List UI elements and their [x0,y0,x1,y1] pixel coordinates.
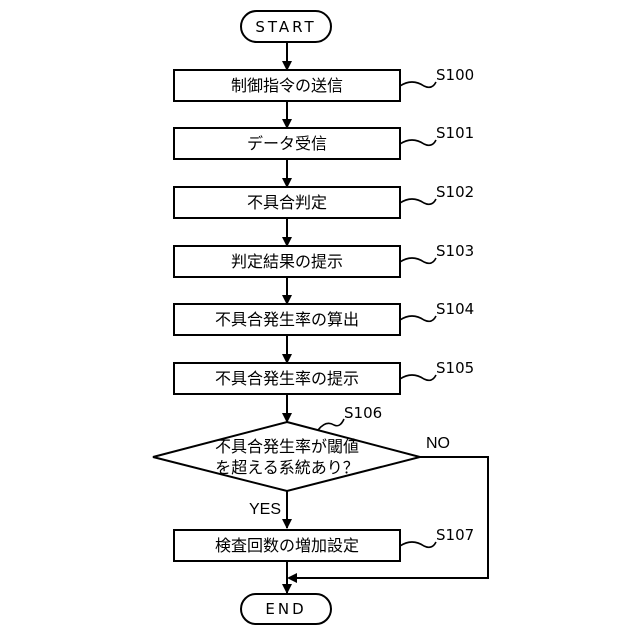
leader-line [400,542,436,547]
step-id: S105 [436,359,474,377]
leader-line [400,375,436,380]
leader-line [400,140,436,145]
start-terminal: START [241,11,331,42]
step-label: 判定結果の提示 [231,253,343,271]
step-id: S101 [436,124,474,142]
step-s101: データ受信 S101 [174,124,474,159]
leader-line [400,199,436,204]
decision-diamond [153,422,420,491]
step-s105: 不具合発生率の提示 S105 [174,359,474,394]
end-terminal: END [241,594,331,624]
step-label: 検査回数の増加設定 [215,537,359,555]
step-label: データ受信 [247,134,327,153]
step-s102: 不具合判定 S102 [174,183,474,218]
step-label: 不具合発生率の算出 [215,310,359,329]
step-label: 制御指令の送信 [231,77,343,95]
step-s107: 検査回数の増加設定 S107 [174,526,474,561]
step-s103: 判定結果の提示 S103 [174,242,474,277]
step-id: S102 [436,183,474,201]
end-label: END [265,600,306,618]
arrow-no-head [287,573,297,583]
step-id: S107 [436,526,474,544]
decision-s106: 不具合発生率が閾値 を超える系統あり？ S106 NO YES [153,404,450,518]
leader-line [400,82,436,87]
decision-text-line1: 不具合発生率が閾値 [215,438,359,456]
step-s104: 不具合発生率の算出 S104 [174,300,474,335]
no-label: NO [426,435,450,452]
leader-line [400,316,436,321]
step-s100: 制御指令の送信 S100 [174,66,474,101]
step-label: 不具合判定 [247,194,327,212]
start-label: START [255,18,316,36]
leader-line [400,258,436,263]
step-id: S104 [436,300,474,318]
step-label: 不具合発生率の提示 [215,370,359,388]
step-id: S100 [436,66,474,84]
decision-text-line2: を超える系統あり？ [215,459,359,477]
step-id: S103 [436,242,474,260]
leader-line [318,419,344,430]
yes-label: YES [249,501,281,518]
decision-id: S106 [344,404,382,422]
